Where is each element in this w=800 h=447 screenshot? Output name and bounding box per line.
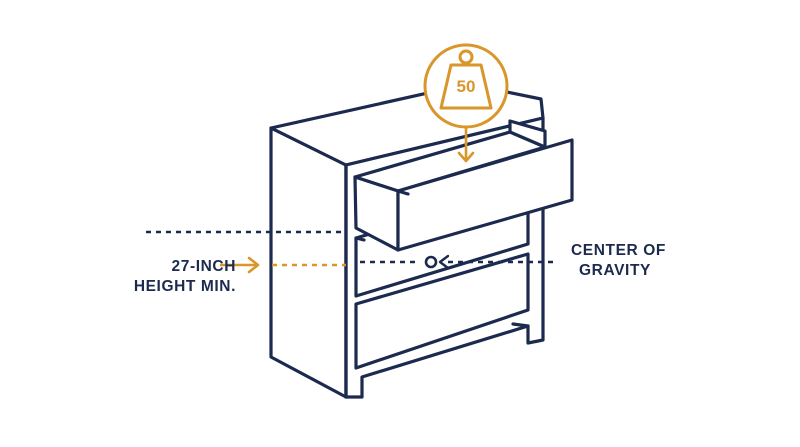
dresser-side-panel bbox=[269, 126, 348, 399]
height-label-line2: HEIGHT MIN. bbox=[133, 278, 236, 295]
bottom-drawer bbox=[354, 252, 530, 370]
center-of-gravity-label: CENTER OF GRAVITY bbox=[571, 241, 711, 281]
cog-label-line2: GRAVITY bbox=[579, 262, 651, 279]
height-label-line1: 27-INCH bbox=[171, 258, 236, 275]
cog-label-line1: CENTER OF bbox=[571, 242, 666, 259]
center-of-gravity-marker-icon bbox=[424, 255, 438, 269]
weight-down-arrow-icon bbox=[457, 127, 475, 163]
gravity-arrowhead-icon bbox=[438, 254, 450, 270]
height-arrow-icon bbox=[220, 256, 260, 274]
kettlebell-weight-icon bbox=[423, 43, 509, 129]
weight-value: 50 bbox=[456, 77, 476, 96]
open-drawer-front bbox=[396, 138, 574, 252]
height-label: 27-INCH HEIGHT MIN. bbox=[96, 257, 236, 297]
